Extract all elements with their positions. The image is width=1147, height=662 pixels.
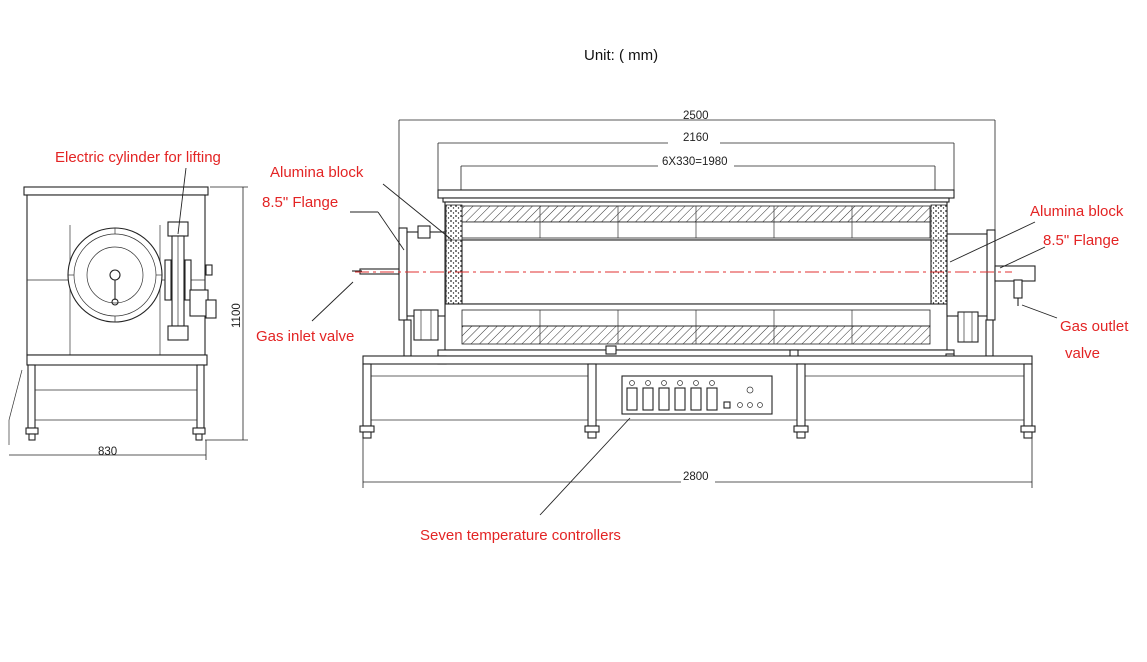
dim-side-height: 1100 [231, 303, 243, 328]
dim-heating-zones: 6X330=1980 [662, 156, 728, 168]
dim-frame-length: 2800 [683, 471, 709, 483]
label-alumina-block-right: Alumina block [1030, 203, 1124, 220]
dim-tube-span: 2160 [683, 132, 709, 144]
alumina-block-left-shape [445, 204, 463, 306]
label-controllers: Seven temperature controllers [420, 527, 621, 544]
label-alumina-block-left: Alumina block [270, 164, 364, 181]
unit-label: Unit: ( mm) [584, 47, 658, 64]
label-gas-inlet: Gas inlet valve [256, 328, 354, 345]
label-flange-right: 8.5" Flange [1043, 232, 1119, 249]
upper-zone-dividers [539, 206, 853, 238]
temperature-controllers [626, 380, 718, 411]
side-view: 830 1100 [8, 167, 248, 460]
dim-side-width: 830 [98, 446, 117, 458]
alumina-block-right-shape [930, 204, 948, 306]
lower-zone-dividers [539, 310, 853, 344]
dim-overall-length: 2500 [683, 110, 709, 122]
label-gas-outlet-1: Gas outlet [1060, 318, 1129, 335]
front-view: 2500 2160 6X330=1980 [311, 110, 1058, 516]
label-flange-left: 8.5" Flange [262, 194, 338, 211]
label-electric-cylinder: Electric cylinder for lifting [55, 149, 221, 166]
label-gas-outlet-2: valve [1065, 345, 1100, 362]
